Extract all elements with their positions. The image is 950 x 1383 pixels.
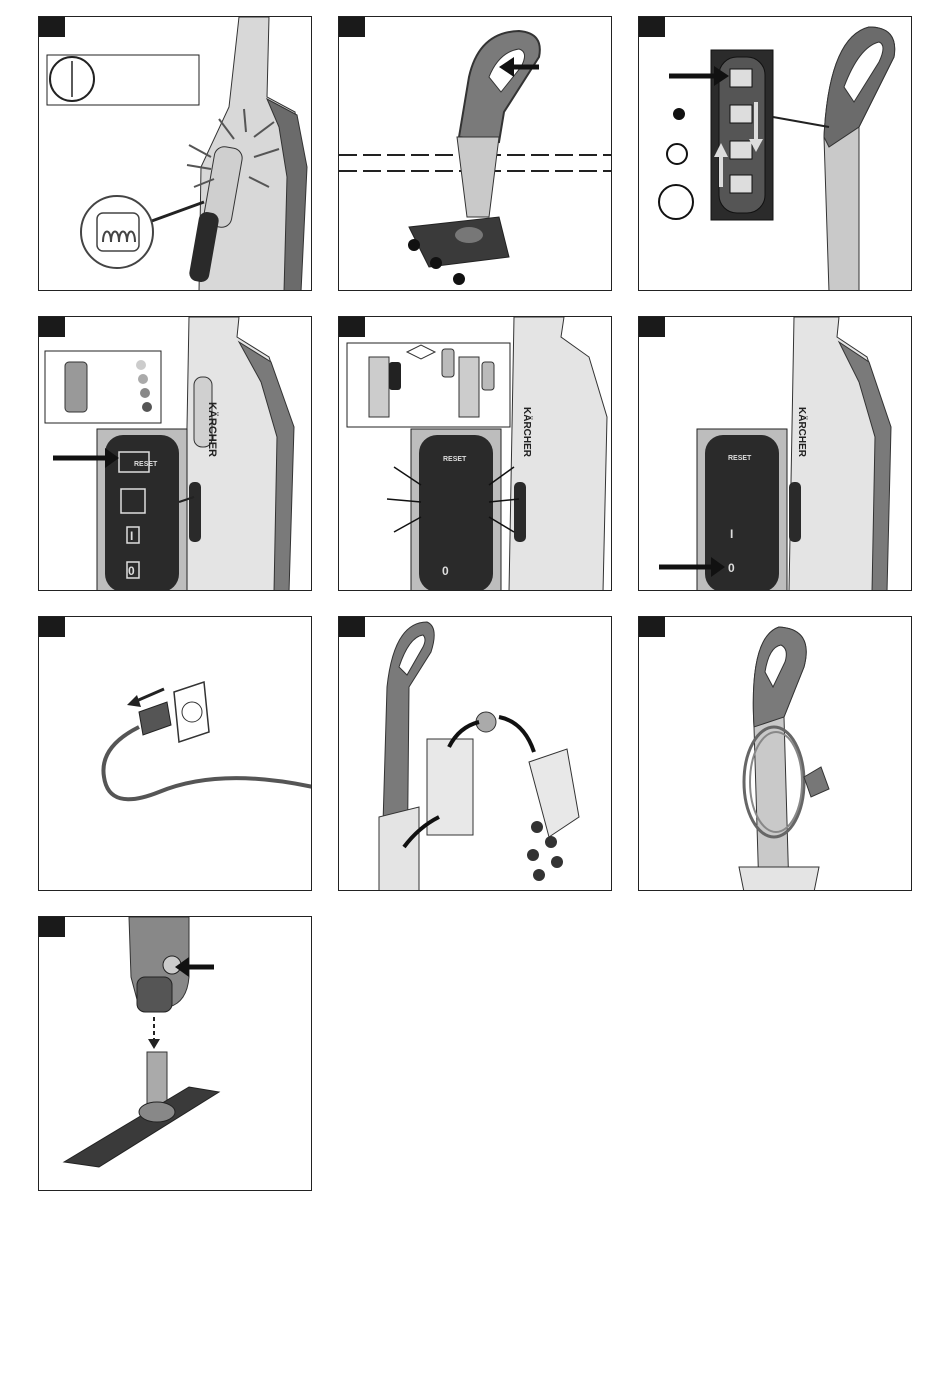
brand-logo: KÄRCHER [206, 402, 219, 457]
illustration-panel-1 [38, 16, 312, 291]
svg-text:0: 0 [442, 564, 449, 578]
unplug-illustration [39, 617, 312, 891]
illustration-panel-10 [38, 916, 312, 1191]
steam-level-icon [673, 108, 685, 120]
socket-icon [174, 682, 209, 742]
detach-floor-nozzle-illustration [39, 917, 312, 1191]
cable-icon [103, 727, 312, 799]
illustration-panel-8 [338, 616, 612, 891]
illustration-panel-2 [338, 16, 612, 291]
illustration-panel-9 [638, 616, 912, 891]
steam-level-icon [408, 239, 420, 251]
heating-up-illustration [39, 17, 312, 291]
illustration-panel-3 [638, 16, 912, 291]
filter-cartridge-icon [65, 362, 87, 412]
replace-filter-illustration: KÄRCHER RESET 0 [339, 317, 612, 591]
steam-level-selection-illustration [639, 17, 912, 291]
svg-text:KÄRCHER: KÄRCHER [521, 407, 534, 458]
svg-text:0: 0 [128, 564, 135, 578]
attach-floor-nozzle-illustration [339, 17, 612, 291]
svg-text:I: I [730, 527, 733, 541]
svg-text:0: 0 [728, 561, 735, 575]
illustration-panel-7 [38, 616, 312, 891]
illustration-panel-6: KÄRCHER RESET I 0 [638, 316, 912, 591]
svg-text:RESET: RESET [134, 461, 158, 468]
switch-off-illustration: KÄRCHER RESET I 0 [639, 317, 912, 591]
svg-text:I: I [130, 529, 133, 543]
filter-cartridge-icon [389, 362, 401, 390]
illustration-panel-4: KÄRCHER RESET I 0 [38, 316, 312, 591]
power-plug-icon [139, 702, 171, 735]
power-plug-icon [804, 767, 829, 797]
svg-text:KÄRCHER: KÄRCHER [796, 407, 809, 458]
empty-water-tank-illustration [339, 617, 612, 891]
svg-text:RESET: RESET [443, 456, 467, 463]
water-filter-indicator-illustration: KÄRCHER RESET I 0 [39, 317, 312, 591]
illustration-panel-5: KÄRCHER RESET 0 [338, 316, 612, 591]
store-cable-illustration [639, 617, 912, 891]
svg-text:RESET: RESET [728, 455, 752, 462]
